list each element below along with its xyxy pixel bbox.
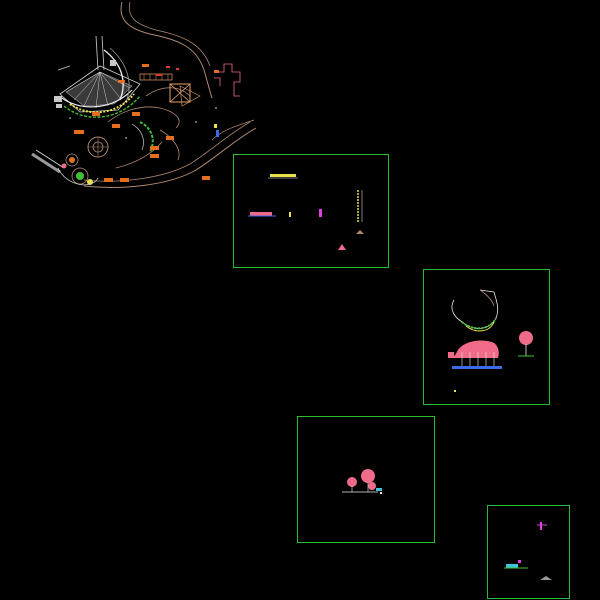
roundabout[interactable] — [87, 136, 109, 158]
sheet-4-section — [504, 560, 552, 580]
road-edge-lower-outer — [83, 127, 257, 188]
sheet-2-tree-elevation — [518, 331, 534, 357]
sheet-4-detail-top — [537, 522, 547, 530]
annotation-dots — [69, 107, 217, 139]
site-plan[interactable] — [31, 1, 257, 188]
access-lines — [57, 35, 105, 71]
wall-curve-inner — [131, 123, 144, 151]
road-edge-lower-inner — [83, 121, 251, 182]
road-branch — [211, 119, 255, 141]
planting-arc-green — [63, 95, 141, 118]
sheet-2-arc-plan — [451, 289, 499, 332]
sheet-2-frame — [423, 269, 550, 405]
blue-marker — [216, 130, 219, 137]
sheet-1-magenta-mark — [319, 209, 322, 217]
sheet-1[interactable] — [233, 154, 389, 268]
sheet-3[interactable] — [297, 416, 435, 543]
sheet-1-column-detail — [357, 190, 363, 222]
sheet-2-small-mark — [454, 390, 456, 392]
sheet-4[interactable] — [487, 505, 570, 599]
sheet-2-pergola-elevation — [448, 340, 502, 369]
entrance-plaza[interactable] — [54, 47, 141, 113]
southwest-garden[interactable] — [57, 153, 99, 186]
ne-orange-marker — [214, 70, 219, 73]
orange-tags — [74, 64, 210, 182]
red-markers — [156, 66, 179, 76]
road-edge-upper — [120, 1, 213, 99]
sheet-1-elevation-top — [268, 174, 298, 179]
sheet-1-plant-symbol-2 — [356, 230, 364, 234]
sheet-1-section-left — [248, 212, 276, 217]
northeast-structure — [214, 63, 241, 97]
sheet-4-frame — [487, 505, 570, 599]
sheet-1-yellow-mark — [289, 212, 291, 217]
sheet-3-frame — [297, 416, 435, 543]
central-pavilion[interactable] — [139, 73, 201, 107]
garden-paths — [107, 87, 191, 169]
road-edge-upper-inner — [128, 1, 211, 67]
sheet-2[interactable] — [423, 269, 550, 405]
sheet-1-frame — [233, 154, 389, 268]
sheet-1-plant-symbol — [338, 244, 346, 250]
sheet-3-tree-cluster — [342, 469, 382, 494]
yellow-marker — [214, 124, 217, 128]
approach-path — [31, 149, 65, 174]
planting-arc-yellow — [69, 93, 135, 114]
